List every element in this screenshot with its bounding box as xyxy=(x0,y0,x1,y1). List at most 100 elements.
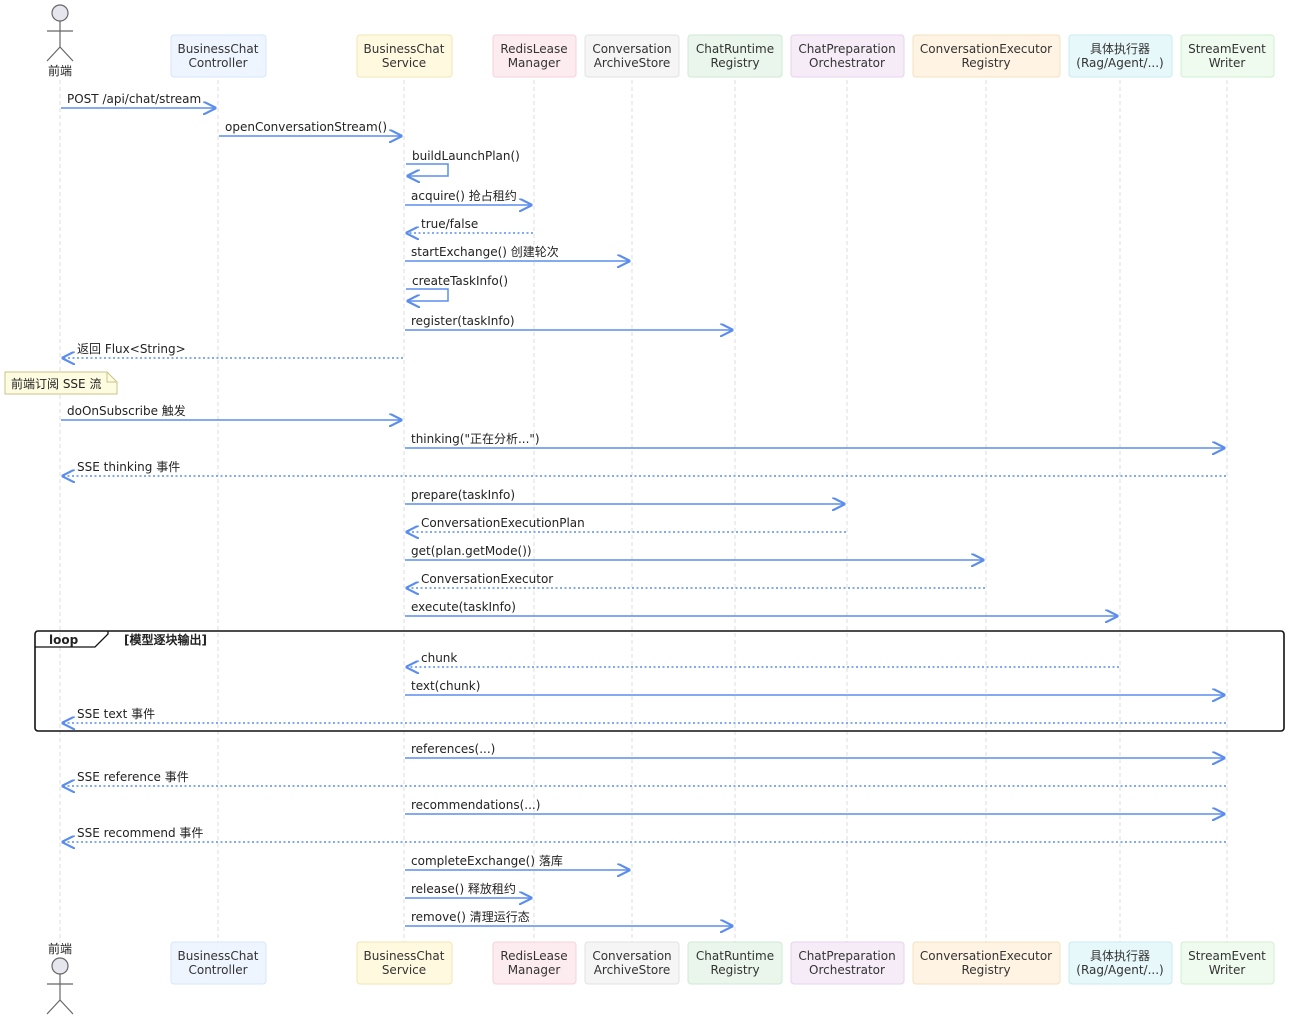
message-label: recommendations(...) xyxy=(411,798,540,812)
participant-label: (Rag/Agent/...) xyxy=(1076,963,1163,977)
note-text: 前端订阅 SSE 流 xyxy=(11,376,101,391)
participant-ex-bottom: 具体执行器(Rag/Agent/...) xyxy=(1068,941,1173,985)
message-label: get(plan.getMode()) xyxy=(411,544,532,558)
participant-label: BusinessChat xyxy=(364,949,445,963)
message-15: get(plan.getMode()) xyxy=(405,544,983,560)
message-2: openConversationStream() xyxy=(219,120,401,136)
message-24: SSE recommend 事件 xyxy=(63,826,1226,842)
message-11: thinking("正在分析...") xyxy=(405,432,1224,448)
message-label: text(chunk) xyxy=(411,679,480,693)
participant-ex-top: 具体执行器(Rag/Agent/...) xyxy=(1068,34,1173,78)
message-1: POST /api/chat/stream xyxy=(61,92,215,108)
participant-label: Orchestrator xyxy=(809,56,885,70)
message-13: prepare(taskInfo) xyxy=(405,488,844,504)
message-label: release() 释放租约 xyxy=(411,881,516,896)
participant-label: ChatRuntime xyxy=(696,949,774,963)
message-label: POST /api/chat/stream xyxy=(67,92,201,106)
participant-label: StreamEvent xyxy=(1188,949,1266,963)
participant-label: Registry xyxy=(710,963,759,977)
message-9: 返回 Flux<String> xyxy=(63,342,403,358)
message-17: execute(taskInfo) xyxy=(405,600,1117,616)
participant-label: Orchestrator xyxy=(809,963,885,977)
loop-condition: [模型逐块输出] xyxy=(124,632,207,647)
message-label: remove() 清理运行态 xyxy=(411,910,530,924)
message-label: references(...) xyxy=(411,742,495,756)
participant-label: Conversation xyxy=(592,949,671,963)
message-label: SSE recommend 事件 xyxy=(77,826,203,840)
message-label: startExchange() 创建轮次 xyxy=(411,245,559,259)
message-label: register(taskInfo) xyxy=(411,314,515,328)
participant-label: ConversationExecutor xyxy=(920,42,1052,56)
message-6: startExchange() 创建轮次 xyxy=(405,245,629,261)
participant-label: Registry xyxy=(710,56,759,70)
participant-label: Manager xyxy=(508,56,561,70)
message-5: true/false xyxy=(407,217,533,233)
message-label: doOnSubscribe 触发 xyxy=(67,403,186,418)
message-26: release() 释放租约 xyxy=(405,881,531,898)
message-label: buildLaunchPlan() xyxy=(412,149,520,163)
message-4: acquire() 抢占租约 xyxy=(405,188,531,205)
message-12: SSE thinking 事件 xyxy=(63,460,1226,476)
actor-head-icon xyxy=(51,957,69,975)
participant-label: RedisLease xyxy=(500,42,567,56)
message-label: chunk xyxy=(421,651,457,665)
participant-label: Writer xyxy=(1209,56,1246,70)
message-label: createTaskInfo() xyxy=(412,274,508,288)
message-label: ConversationExecutor xyxy=(421,572,553,586)
participant-label: BusinessChat xyxy=(178,949,259,963)
participant-label: Service xyxy=(382,963,426,977)
participant-label: Registry xyxy=(961,56,1010,70)
message-22: SSE reference 事件 xyxy=(63,770,1226,786)
participant-label: Conversation xyxy=(592,42,671,56)
participant-label: ArchiveStore xyxy=(594,963,671,977)
message-label: thinking("正在分析...") xyxy=(411,432,540,446)
participant-label: 具体执行器 xyxy=(1090,42,1150,56)
participant-label: Controller xyxy=(188,963,247,977)
loop-keyword: loop xyxy=(49,633,79,647)
participant-label: ConversationExecutor xyxy=(920,949,1052,963)
actor-label: 前端 xyxy=(48,63,72,78)
participant-label: Manager xyxy=(508,963,561,977)
participant-label: ChatPreparation xyxy=(798,42,895,56)
participant-label: ArchiveStore xyxy=(594,56,671,70)
participant-label: BusinessChat xyxy=(178,42,259,56)
participant-label: StreamEvent xyxy=(1188,42,1266,56)
message-27: remove() 清理运行态 xyxy=(405,910,732,926)
message-25: completeExchange() 落库 xyxy=(405,853,629,870)
message-label: SSE reference 事件 xyxy=(77,770,189,784)
message-3: buildLaunchPlan() xyxy=(406,149,520,176)
participant-label: RedisLease xyxy=(500,949,567,963)
participant-label: Controller xyxy=(188,56,247,70)
message-10: doOnSubscribe 触发 xyxy=(61,403,401,420)
participant-label: Writer xyxy=(1209,963,1246,977)
participant-label: 具体执行器 xyxy=(1090,949,1150,963)
message-18: chunk xyxy=(407,651,1119,667)
message-19: text(chunk) xyxy=(405,679,1224,695)
message-label: SSE thinking 事件 xyxy=(77,460,180,474)
message-label: ConversationExecutionPlan xyxy=(421,516,585,530)
loop-frame: loop [模型逐块输出] xyxy=(34,630,1285,732)
message-14: ConversationExecutionPlan xyxy=(407,516,846,532)
participant-label: BusinessChat xyxy=(364,42,445,56)
message-label: prepare(taskInfo) xyxy=(411,488,515,502)
message-20: SSE text 事件 xyxy=(63,707,1226,723)
participant-label: (Rag/Agent/...) xyxy=(1076,56,1163,70)
message-label: true/false xyxy=(421,217,478,231)
actor-label: 前端 xyxy=(48,941,72,956)
actor-frontend: 前端 xyxy=(46,941,74,1015)
